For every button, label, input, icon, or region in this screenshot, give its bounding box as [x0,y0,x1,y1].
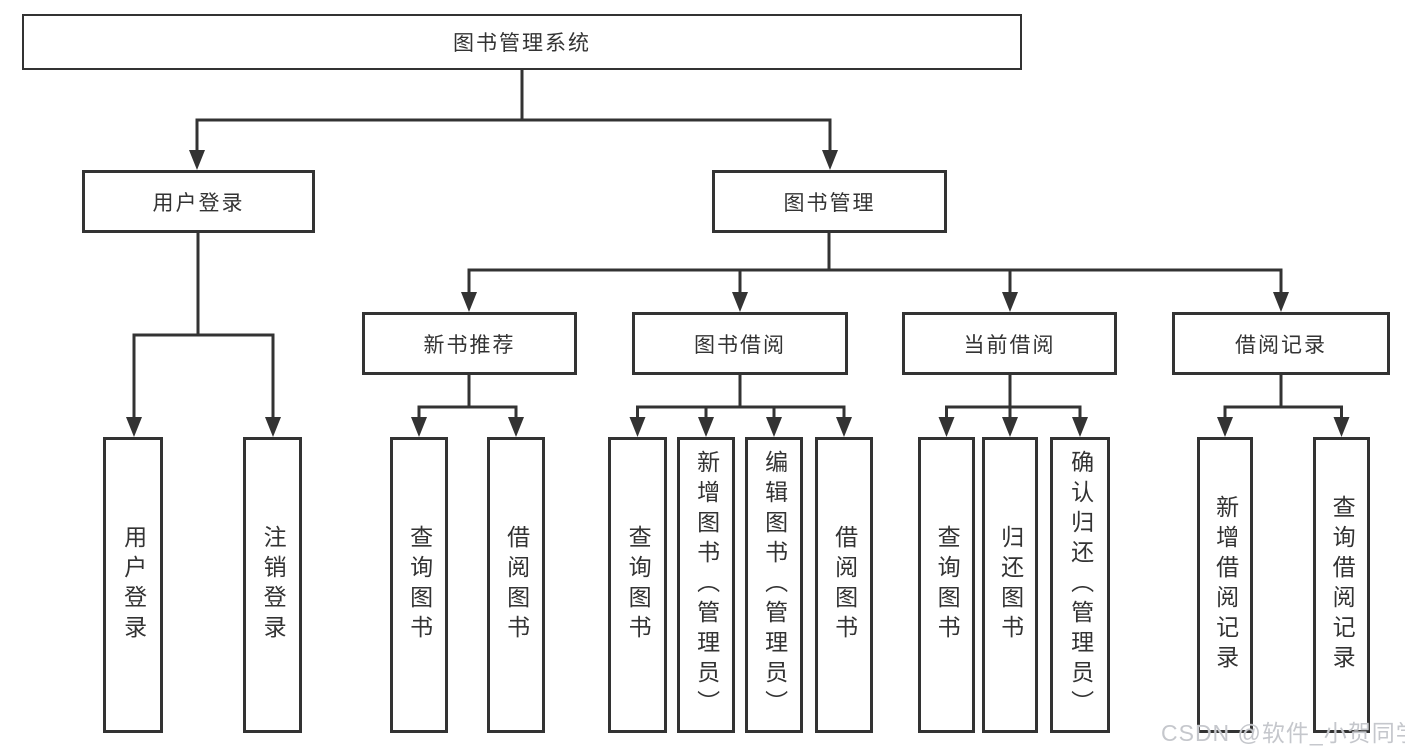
node-query-books-current: 查询图书 [918,437,975,733]
node-add-borrow-record: 新增借阅记录 [1197,437,1253,733]
node-borrowing-records: 借阅记录 [1172,312,1390,375]
node-label: 用户登录 [152,191,245,215]
node-label: 查询图书 [934,525,961,645]
node-label: 用户登录 [120,525,147,645]
node-current-borrowing: 当前借阅 [902,312,1117,375]
connector-root-to-level2 [189,68,838,170]
node-label: 查询图书 [406,525,433,645]
node-query-borrow-record: 查询借阅记录 [1313,437,1370,733]
node-label: 当前借阅 [963,333,1056,357]
connector-current-to-children [938,375,1088,437]
node-borrow-books-borrowing: 借阅图书 [815,437,873,733]
node-return-books: 归还图书 [982,437,1038,733]
node-book-management: 图书管理 [712,170,947,233]
csdn-watermark: CSDN @软件_小贺同学 [1161,720,1405,746]
node-logout-action: 注销登录 [243,437,302,733]
connector-bookmgmt-to-level3 [461,233,1289,312]
node-user-login-action: 用户登录 [103,437,163,733]
node-library-system: 图书管理系统 [22,14,1022,70]
node-label: 新增借阅记录 [1212,495,1239,675]
node-label: 归还图书 [997,525,1024,645]
node-query-books-recommend: 查询图书 [390,437,448,733]
node-query-books-borrowing: 查询图书 [608,437,667,733]
node-label: 图书借阅 [694,333,786,357]
node-book-borrowing: 图书借阅 [632,312,848,375]
node-label: 确认归还（管理员） [1067,450,1094,720]
node-label: 查询借阅记录 [1329,495,1356,675]
node-label: 借阅图书 [503,525,530,645]
connector-records-to-children [1217,375,1350,437]
node-label: 图书管理系统 [453,32,591,55]
node-confirm-return-admin: 确认归还（管理员） [1050,437,1110,733]
node-user-login: 用户登录 [82,170,315,233]
node-label: 图书管理 [783,191,876,215]
node-add-books-admin: 新增图书（管理员） [677,437,735,733]
connector-recommend-to-children [411,375,524,437]
node-label: 编辑图书（管理员） [761,450,788,720]
node-label: 查询图书 [625,525,652,645]
node-borrow-books-recommend: 借阅图书 [487,437,545,733]
node-label: 借阅记录 [1235,333,1327,357]
node-edit-books-admin: 编辑图书（管理员） [745,437,803,733]
node-label: 新书推荐 [423,333,516,357]
node-label: 借阅图书 [831,525,858,645]
node-label: 新增图书（管理员） [693,450,720,720]
connector-borrowing-to-children [629,375,852,437]
node-new-book-recommend: 新书推荐 [362,312,577,375]
node-label: 注销登录 [260,525,287,645]
connector-userlogin-to-children [126,233,281,437]
